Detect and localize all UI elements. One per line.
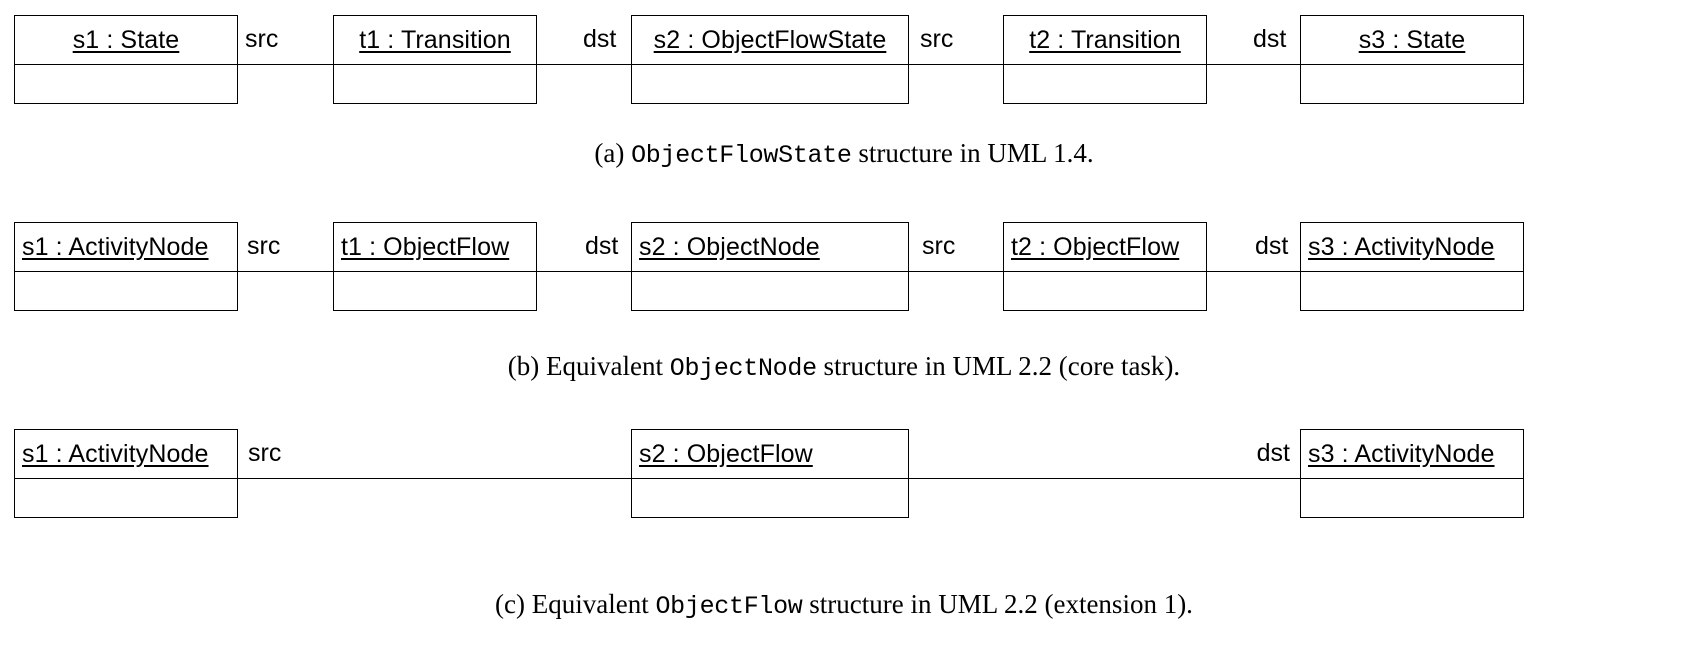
subfigure-caption-c: (c) Equivalent ObjectFlow structure in U… <box>0 589 1688 622</box>
subfigure-caption-b: (b) Equivalent ObjectNode structure in U… <box>0 351 1688 384</box>
caption-suffix: structure in UML 2.2 (core task). <box>816 351 1181 381</box>
association-connector <box>238 478 631 479</box>
uml-object-box[interactable]: s1 : State <box>14 15 238 104</box>
association-connector <box>909 64 1003 65</box>
object-box-attribute-compartment <box>15 479 237 517</box>
caption-type-name: ObjectFlowState <box>631 141 852 170</box>
object-instance-name: s3 : State <box>1358 25 1466 54</box>
association-end-label-dst: dst <box>583 25 617 53</box>
association-connector <box>238 271 333 272</box>
association-end-label-src: src <box>248 439 282 467</box>
uml-object-box[interactable]: s2 : ObjectNode <box>631 222 909 311</box>
object-instance-name: t1 : ObjectFlow <box>341 232 510 261</box>
object-box-header: s2 : ObjectNode <box>632 223 908 272</box>
uml-object-box[interactable]: s2 : ObjectFlow <box>631 429 909 518</box>
object-box-attribute-compartment <box>1301 479 1523 517</box>
object-box-header: s2 : ObjectFlowState <box>632 16 908 65</box>
object-instance-name: s2 : ObjectFlowState <box>653 25 887 54</box>
caption-type-name: ObjectNode <box>669 354 817 383</box>
uml-object-box[interactable]: s3 : ActivityNode <box>1300 222 1524 311</box>
object-box-header: t1 : Transition <box>334 16 536 65</box>
uml-object-box[interactable]: s3 : State <box>1300 15 1524 104</box>
object-box-header: s1 : State <box>15 16 237 65</box>
association-connector <box>537 64 631 65</box>
caption-prefix: (c) Equivalent <box>495 589 656 619</box>
association-connector <box>909 478 1300 479</box>
caption-prefix: (b) Equivalent <box>507 351 670 381</box>
caption-suffix: structure in UML 2.2 (extension 1). <box>802 589 1193 619</box>
caption-type-name: ObjectFlow <box>655 592 803 621</box>
object-instance-name: t1 : Transition <box>359 25 511 54</box>
subfigure-caption-a: (a) ObjectFlowState structure in UML 1.4… <box>0 138 1688 171</box>
caption-suffix: structure in UML 1.4. <box>851 138 1094 168</box>
association-end-label-dst: dst <box>1253 25 1287 53</box>
association-end-label-src: src <box>920 25 954 53</box>
object-box-header: s3 : State <box>1301 16 1523 65</box>
object-instance-name: s3 : ActivityNode <box>1308 439 1495 468</box>
association-end-label-dst: dst <box>1255 232 1289 260</box>
object-instance-name: t2 : Transition <box>1029 25 1181 54</box>
object-box-header: s1 : ActivityNode <box>15 430 237 479</box>
uml-object-box[interactable]: s3 : ActivityNode <box>1300 429 1524 518</box>
uml-object-box[interactable]: t1 : Transition <box>333 15 537 104</box>
uml-object-box[interactable]: t2 : Transition <box>1003 15 1207 104</box>
uml-object-box[interactable]: s2 : ObjectFlowState <box>631 15 909 104</box>
association-connector <box>909 271 1003 272</box>
object-instance-name: t2 : ObjectFlow <box>1011 232 1180 261</box>
uml-object-box[interactable]: t1 : ObjectFlow <box>333 222 537 311</box>
object-box-attribute-compartment <box>632 479 908 517</box>
caption-prefix: (a) <box>594 138 632 168</box>
association-connector <box>1207 64 1300 65</box>
association-end-label-dst: dst <box>1256 439 1290 467</box>
object-instance-name: s3 : ActivityNode <box>1308 232 1495 261</box>
object-box-header: t2 : Transition <box>1004 16 1206 65</box>
uml-object-box[interactable]: s1 : ActivityNode <box>14 222 238 311</box>
object-box-header: t2 : ObjectFlow <box>1004 223 1206 272</box>
association-end-label-dst: dst <box>585 232 619 260</box>
association-end-label-src: src <box>922 232 956 260</box>
object-box-header: s2 : ObjectFlow <box>632 430 908 479</box>
object-instance-name: s1 : ActivityNode <box>22 439 209 468</box>
association-connector <box>1207 271 1300 272</box>
association-end-label-src: src <box>245 25 279 53</box>
uml-object-box[interactable]: t2 : ObjectFlow <box>1003 222 1207 311</box>
object-instance-name: s1 : State <box>72 25 180 54</box>
object-box-header: s3 : ActivityNode <box>1301 430 1523 479</box>
association-connector <box>537 271 631 272</box>
object-box-header: t1 : ObjectFlow <box>334 223 536 272</box>
association-end-label-src: src <box>247 232 281 260</box>
object-instance-name: s1 : ActivityNode <box>22 232 209 261</box>
uml-object-box[interactable]: s1 : ActivityNode <box>14 429 238 518</box>
object-box-header: s3 : ActivityNode <box>1301 223 1523 272</box>
object-instance-name: s2 : ObjectFlow <box>639 439 813 468</box>
object-instance-name: s2 : ObjectNode <box>639 232 820 261</box>
association-connector <box>238 64 333 65</box>
object-box-header: s1 : ActivityNode <box>15 223 237 272</box>
